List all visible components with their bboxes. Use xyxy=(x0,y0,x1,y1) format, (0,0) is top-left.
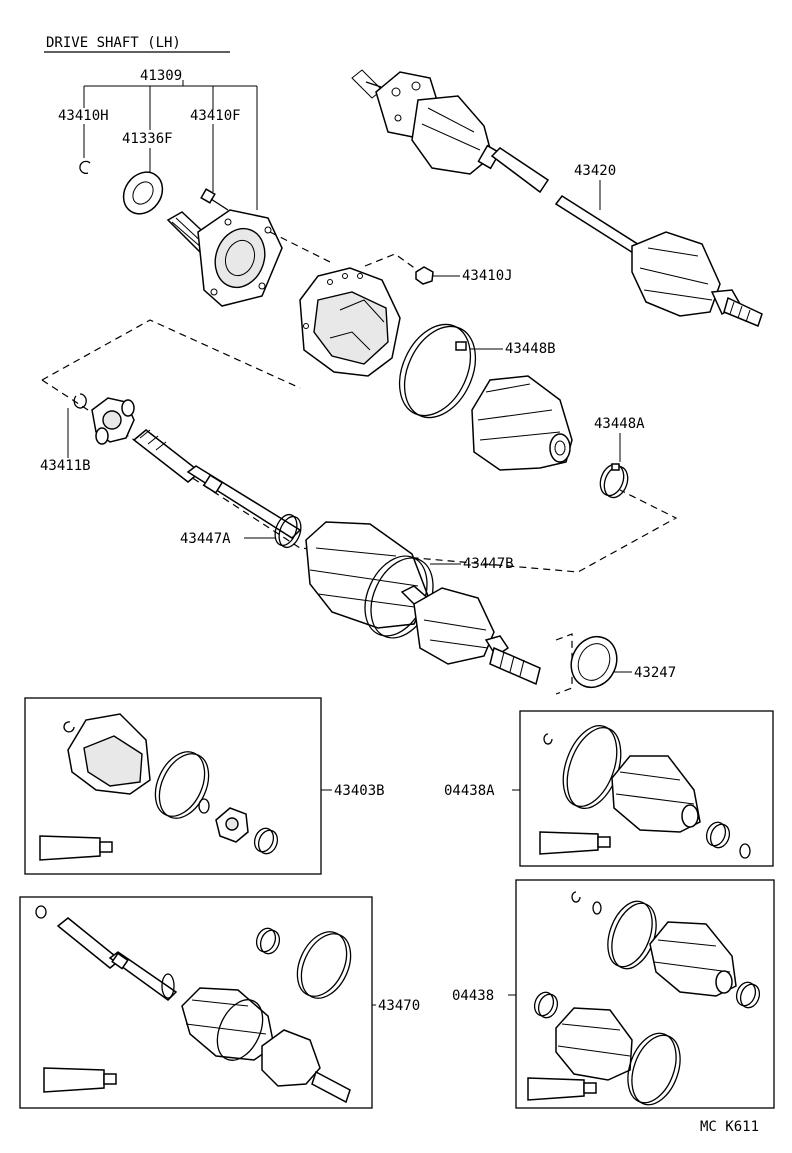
bracket-41309 xyxy=(83,80,258,210)
kit-04438A-parts xyxy=(539,725,751,859)
box-04438A xyxy=(519,710,774,867)
label-43470: 43470 xyxy=(378,998,420,1014)
snap-ring-43411B xyxy=(73,393,87,409)
footer-code: MC K611 xyxy=(700,1119,759,1135)
kit-04438-parts xyxy=(527,891,761,1106)
seal-41336F xyxy=(122,171,164,215)
label-43448B: 43448B xyxy=(505,341,556,357)
ring-43247 xyxy=(570,635,618,689)
kit-43470-parts xyxy=(35,905,352,1104)
dash-connector-2 xyxy=(364,253,421,273)
main-outer-boot xyxy=(305,521,429,629)
label-41309: 41309 xyxy=(140,68,182,84)
clamp-43448A xyxy=(599,463,629,499)
label-43448A: 43448A xyxy=(594,416,645,432)
main-outboard-joint xyxy=(400,585,541,686)
label-43447B: 43447B xyxy=(463,556,514,572)
label-43420: 43420 xyxy=(574,163,616,179)
label-43447A: 43447A xyxy=(180,531,231,547)
label-43411B: 43411B xyxy=(40,458,91,474)
label-43403B: 43403B xyxy=(334,783,385,799)
clamp-43447A xyxy=(274,513,302,549)
box-43403B xyxy=(24,697,322,875)
label-41336F: 41336F xyxy=(122,131,173,147)
label-04438A: 04438A xyxy=(444,783,495,799)
main-drive-shaft xyxy=(132,429,302,539)
outboard-joint-upper xyxy=(351,69,550,194)
diagram-title: DRIVE SHAFT (LH) xyxy=(46,35,181,51)
tripod-joint xyxy=(91,397,135,445)
outboard-joint-lower xyxy=(554,194,763,327)
inboard-joint-housing xyxy=(299,267,401,377)
nut-43410J xyxy=(415,266,434,285)
label-43410F: 43410F xyxy=(190,108,241,124)
inboard-boot xyxy=(471,375,573,471)
kit-43403B-parts xyxy=(39,713,279,861)
label-43247: 43247 xyxy=(634,665,676,681)
box-43470 xyxy=(19,896,373,1109)
label-43410H: 43410H xyxy=(58,108,109,124)
snap-ring-43410H xyxy=(79,160,91,175)
label-43410J: 43410J xyxy=(462,268,513,284)
label-04438: 04438 xyxy=(452,988,494,1004)
box-04438 xyxy=(515,879,775,1109)
bolt-43410F xyxy=(200,188,229,211)
flange-shaft-41309 xyxy=(166,209,283,307)
clamp-43448B xyxy=(398,323,477,419)
dash-43247 xyxy=(555,633,573,695)
dash-group-top xyxy=(41,319,301,389)
